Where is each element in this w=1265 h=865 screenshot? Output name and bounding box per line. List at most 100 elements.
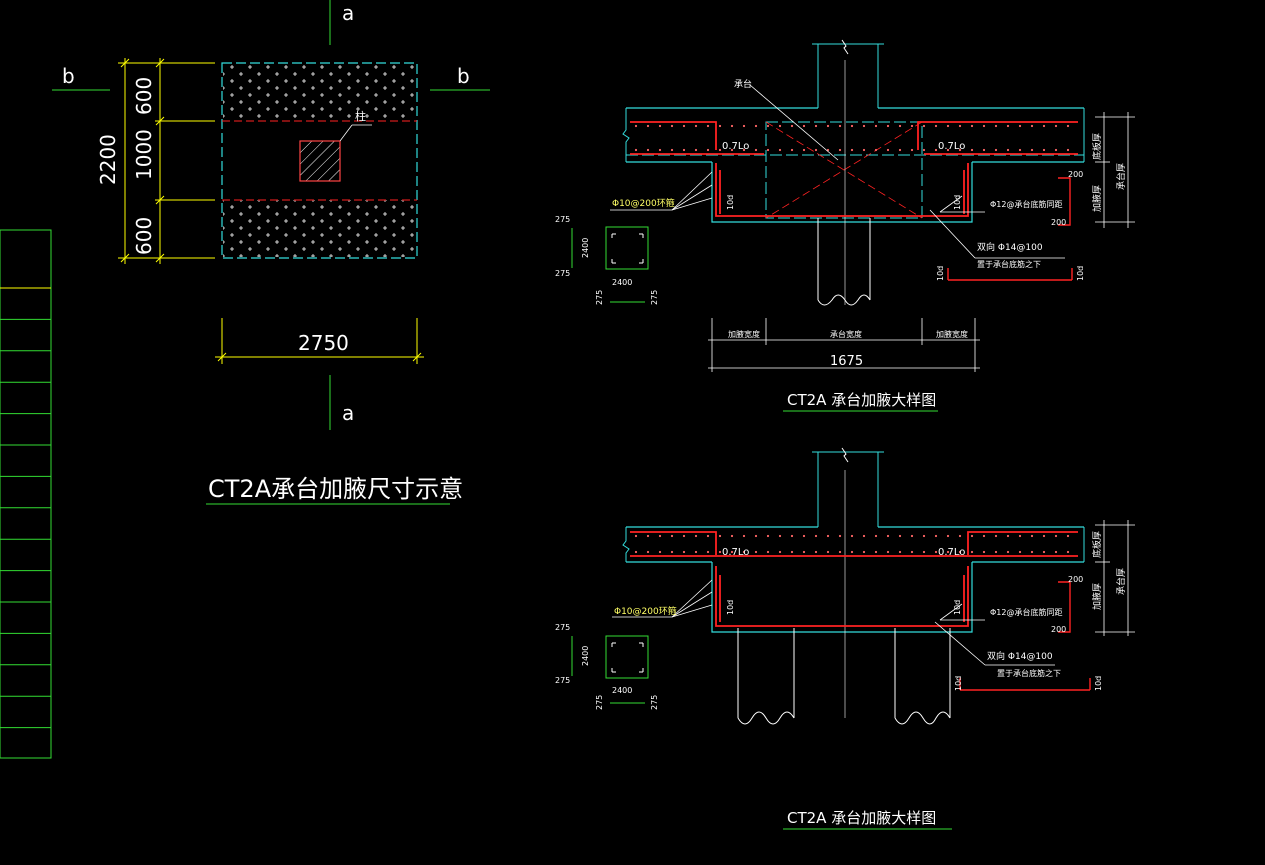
rebar-dot (1042, 534, 1046, 538)
rebar-dot (634, 534, 638, 538)
rebar-dot (874, 148, 878, 152)
rebar-dot (1006, 124, 1010, 128)
rebar-dot (790, 534, 794, 538)
section-mark-a-bottom: a (342, 401, 354, 425)
rebar-dot (766, 550, 770, 554)
rebar-dot (1042, 124, 1046, 128)
vert-label-1-2: 底板厚 (1091, 531, 1103, 558)
rebar-dot (850, 550, 854, 554)
rebar-dot (670, 148, 674, 152)
rebar-dot (718, 534, 722, 538)
rebar-dot (910, 550, 914, 554)
rebar-dot (1018, 534, 1022, 538)
sec-275-left: 275 (595, 290, 604, 305)
rebar-dot (742, 550, 746, 554)
sec-275-left-2: 275 (595, 695, 604, 710)
len-10d-left: 10d (726, 195, 735, 210)
rebar-dot (838, 148, 842, 152)
rebar-dot (790, 550, 794, 554)
stirrup-note: Φ10@200环箍 (612, 197, 675, 209)
rebar-dot (730, 148, 734, 152)
rebar-dot (814, 534, 818, 538)
rebar-dot (1006, 534, 1010, 538)
rebar-dot (778, 124, 782, 128)
section-mark-b-right: b (457, 64, 470, 88)
rebar-dot (898, 124, 902, 128)
rebar-dot (922, 534, 926, 538)
rebar-dot (874, 534, 878, 538)
rebar-dot (742, 124, 746, 128)
rebar-dot (1054, 148, 1058, 152)
bottom-dim-right: 加腋宽度 (936, 329, 968, 339)
rebar-dot (838, 534, 842, 538)
rebar-dot (1030, 534, 1034, 538)
rebar-dot (922, 550, 926, 554)
len-10d-left-2: 10d (726, 600, 735, 615)
right-bar-note-2: Φ12@承台底筋同距 (990, 607, 1062, 617)
rebar-dot (778, 148, 782, 152)
rebar-dot (1054, 124, 1058, 128)
rebar-dot (646, 148, 650, 152)
detail2-title: CT2A 承台加腋大样图 (787, 809, 936, 827)
sec-275-right-2: 275 (650, 695, 659, 710)
rebar-dot (802, 148, 806, 152)
rebar-dot (1018, 550, 1022, 554)
rebar-dot (718, 148, 722, 152)
rebar-dot (742, 534, 746, 538)
rebar-dot (946, 534, 950, 538)
rebar-dot (886, 124, 890, 128)
rebar-dot (802, 550, 806, 554)
rebar-dot (958, 148, 962, 152)
rebar-dot (994, 534, 998, 538)
rebar-dot (862, 148, 866, 152)
bottom-bar-note: 双向 Φ14@100 (977, 241, 1043, 253)
sec-2400-v: 2400 (581, 238, 590, 258)
rebar-dot (982, 534, 986, 538)
rebar-dot (706, 148, 710, 152)
len-200-b-2: 200 (1051, 625, 1066, 634)
sec-275-right: 275 (650, 290, 659, 305)
rebar-dot (658, 148, 662, 152)
sec-2400-h: 2400 (612, 278, 632, 287)
anchor-right-2: 0.7Lo (938, 547, 965, 558)
len-200-a-2: 200 (1068, 575, 1083, 584)
rebar-dot (706, 534, 710, 538)
vert-label-2: 承台厚 (1115, 163, 1127, 190)
rebar-dot (778, 550, 782, 554)
rebar-dot (670, 124, 674, 128)
rebar-dot (634, 148, 638, 152)
rebar-dot (1066, 534, 1070, 538)
rebar-dot (718, 124, 722, 128)
rebar-dot (1054, 534, 1058, 538)
vert-label-2-2: 承台厚 (1115, 568, 1127, 595)
haunch-band-bottom (223, 200, 416, 257)
stirrup-note-2: Φ10@200环箍 (614, 605, 677, 617)
rebar-dot (994, 124, 998, 128)
rebar-dot (934, 148, 938, 152)
rebar-dot (658, 534, 662, 538)
rebar-dot (826, 550, 830, 554)
rebar-dot (754, 534, 758, 538)
rebar-dot (898, 534, 902, 538)
rebar-dot (898, 148, 902, 152)
rebar-dot (646, 534, 650, 538)
rebar-dot (838, 550, 842, 554)
rebar-dot (910, 148, 914, 152)
rebar-dot (1018, 124, 1022, 128)
rebar-dot (730, 550, 734, 554)
rebar-dot (694, 534, 698, 538)
rebar-dot (946, 550, 950, 554)
rebar-dot (658, 550, 662, 554)
rebar-dot (718, 550, 722, 554)
rebar-dot (862, 124, 866, 128)
rebar-dot (646, 124, 650, 128)
rebar-dot (970, 124, 974, 128)
section-mark-a-top: a (342, 1, 354, 25)
anchor-left: 0.7Lo (722, 141, 749, 152)
dim-bottom: 600 (132, 217, 156, 255)
rebar-dot (1066, 148, 1070, 152)
rebar-dot (1054, 550, 1058, 554)
dim-width: 2750 (298, 331, 349, 355)
len-10d-hook-left-2: 10d (954, 676, 963, 691)
